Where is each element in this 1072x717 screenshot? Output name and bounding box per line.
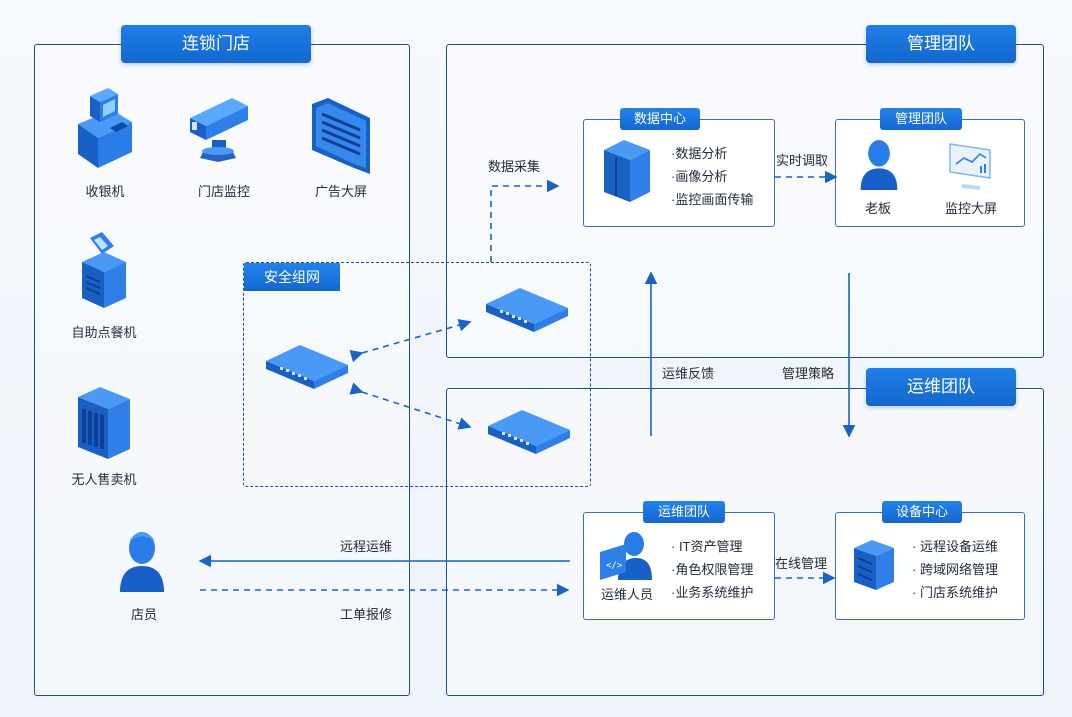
- ops-engineer-icon: </>: [600, 532, 652, 580]
- monitor-camera-icon: [190, 98, 248, 162]
- ops-engineer-label: 运维人员: [600, 587, 653, 602]
- monitor-screen-label: 监控大屏: [944, 201, 997, 216]
- data-center-item-2: ·画像分析: [671, 169, 728, 184]
- ops-team-title: 运维团队: [643, 501, 725, 523]
- clerk-label: 店员: [130, 607, 157, 622]
- mgmt-policy-label: 管理策略: [782, 366, 835, 381]
- device-center-item-1: · 远程设备运维: [912, 539, 998, 554]
- kiosk-icon: [82, 232, 126, 308]
- repair-ticket-label: 工单报修: [340, 607, 393, 622]
- security-network-title: 安全组网: [244, 263, 340, 291]
- management-panel-title: 管理团队: [866, 25, 1016, 63]
- ops-feedback-label: 运维反馈: [662, 366, 715, 381]
- ops-team-item-2: ·角色权限管理: [671, 562, 754, 577]
- boss-person-icon: [860, 140, 898, 190]
- server-cabinet-icon: [604, 140, 650, 202]
- online-mgmt-label: 在线管理: [775, 556, 828, 571]
- mgmt-switch-icon: [486, 288, 568, 332]
- boss-label: 老板: [864, 201, 891, 216]
- cashier-icon: [78, 88, 132, 168]
- ad-screen-icon: [312, 98, 370, 174]
- kiosk-label: 自助点餐机: [71, 325, 137, 340]
- data-collect-arrow: [490, 179, 560, 262]
- security-switch-icon: [266, 345, 348, 389]
- monitor-label: 门店监控: [197, 184, 250, 199]
- data-center-title: 数据中心: [620, 108, 700, 130]
- vending-icon: [78, 387, 130, 459]
- vending-label: 无人售卖机: [71, 472, 137, 487]
- ops-switch-icon: [488, 410, 570, 454]
- mgmt-team-title: 管理团队: [880, 108, 962, 130]
- device-center-item-3: · 门店系统维护: [912, 585, 998, 600]
- ops-team-box: [583, 512, 775, 620]
- security-network-box: 安全组网: [243, 262, 591, 487]
- data-center-item-3: ·监控画面传输: [671, 192, 754, 207]
- svg-text:</>: </>: [606, 561, 623, 571]
- monitor-screen-icon: [949, 143, 991, 190]
- device-center-item-2: · 跨域网络管理: [912, 562, 998, 577]
- ops-team-item-3: ·业务系统维护: [671, 585, 754, 600]
- ops-team-item-1: · IT资产管理: [671, 539, 743, 554]
- cashier-label: 收银机: [85, 184, 125, 199]
- ad-screen-label: 广告大屏: [314, 184, 367, 199]
- switch-link-bottom: [349, 382, 472, 430]
- device-server-icon: [854, 540, 894, 590]
- remote-ops-label: 远程运维: [340, 539, 393, 554]
- data-center-item-1: ·数据分析: [671, 146, 728, 161]
- ops-panel-title: 运维团队: [866, 368, 1016, 406]
- store-panel-title: 连锁门店: [121, 25, 311, 63]
- realtime-label: 实时调取: [776, 153, 829, 168]
- switch-link-top: [349, 318, 472, 363]
- clerk-person-icon: [120, 532, 164, 592]
- data-collect-label: 数据采集: [488, 159, 541, 174]
- device-center-title: 设备中心: [882, 501, 962, 523]
